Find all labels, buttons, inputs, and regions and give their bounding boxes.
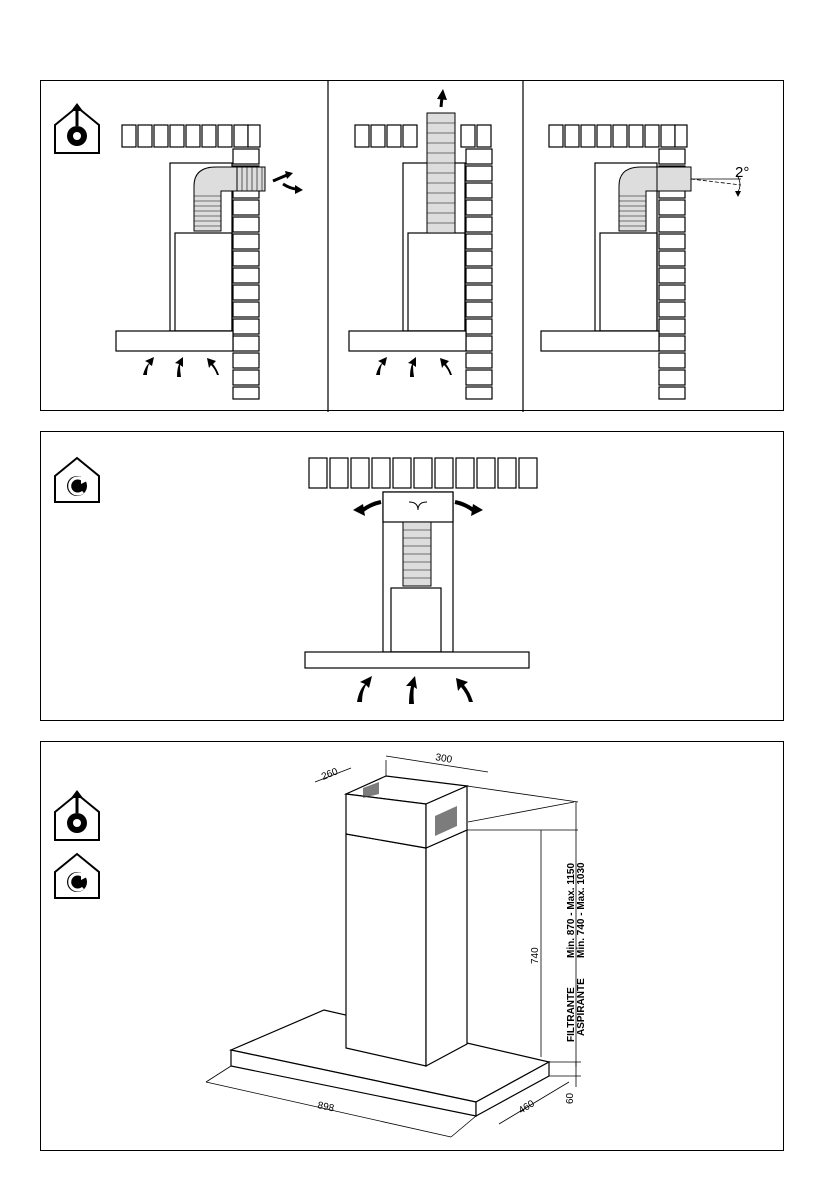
ducted-installation-drawing: 2° <box>54 81 749 412</box>
dim-chimney-lower-height: 740 <box>530 947 541 964</box>
house-recirculation-fan-icon <box>54 456 100 503</box>
house-recirculation-fan-icon <box>54 852 100 899</box>
chimney-lower <box>345 829 468 1068</box>
filtrante-range: Min. 870 - Max. 1150 <box>566 863 577 958</box>
slope-angle-label: 2° <box>735 164 749 181</box>
dim-hood-width: 898 <box>316 1100 335 1114</box>
filtrante-label: FILTRANTE <box>566 987 577 1042</box>
subpanel-vertical-outlet-ceiling <box>348 89 493 400</box>
subpanel-angled-outlet-wall: 2° <box>540 124 749 400</box>
dimensions-drawing: 260 300 740 898 460 60 FILTRANTE ASPIRAN… <box>54 752 587 1138</box>
dim-hood-depth: 460 <box>517 1098 537 1116</box>
aspirante-label: ASPIRANTE <box>576 978 587 1036</box>
dim-chimney-depth: 260 <box>320 766 340 783</box>
ducted-installation-panel: 2° <box>40 80 784 412</box>
house-extraction-fan-icon <box>54 103 100 154</box>
dimensions-panel: 260 300 740 898 460 60 FILTRANTE ASPIRAN… <box>40 741 784 1151</box>
house-extraction-fan-icon <box>54 790 100 841</box>
chimney-upper <box>343 775 470 849</box>
recirculation-installation-panel <box>40 431 784 721</box>
ceiling-bricks <box>308 457 538 489</box>
vent-grille <box>363 782 457 836</box>
dim-chimney-width: 300 <box>434 752 453 766</box>
recirculation-installation-drawing <box>54 456 538 704</box>
dim-canopy-thickness: 60 <box>565 1092 576 1104</box>
aspirante-range: Min. 740 - Max. 1030 <box>576 862 587 958</box>
subpanel-top-outlet-wall <box>115 124 303 400</box>
